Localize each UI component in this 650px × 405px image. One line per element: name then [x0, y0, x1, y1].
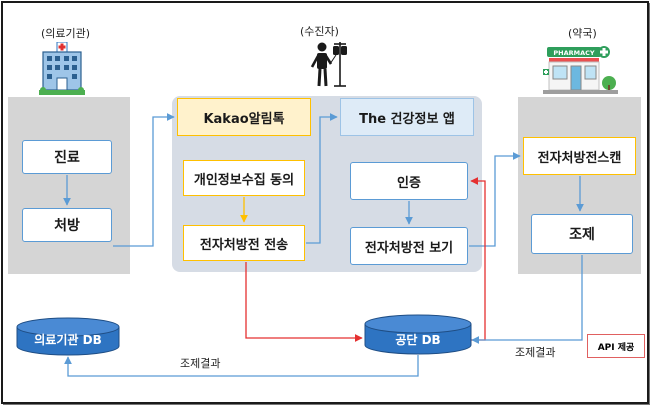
pharmacy-label: (약국) [568, 27, 597, 40]
hospital-db-label: 의료기관 DB [34, 332, 102, 347]
prescription-box: 처방 [22, 208, 112, 242]
pharmacy-sign-text: PHARMACY [553, 49, 595, 57]
flow-view-to-scan [469, 152, 521, 247]
flow-send-to-public-db [245, 262, 363, 342]
dispense-result-left-label: 조제결과 [180, 357, 221, 370]
api-provision-box: API 제공 [587, 334, 645, 358]
public-db-cylinder [364, 314, 472, 355]
kakao-alimtalk-box: Kakao알림톡 [177, 98, 311, 136]
flow-public-db-to-hospital-db [64, 355, 419, 377]
flow-dispense-to-public-db [471, 255, 583, 344]
consent-box: 개인정보수집 동의 [183, 160, 305, 196]
hospital-label: (의료기관) [41, 27, 91, 40]
dispense-result-right-label: 조제결과 [515, 346, 556, 359]
flow-prescription-to-kakao [113, 113, 175, 247]
flow-send-to-app [306, 113, 338, 244]
health-app-box: The 건강정보 앱 [340, 98, 474, 136]
view-prescription-box: 전자처방전 보기 [350, 227, 468, 265]
public-db-label: 공단 DB [395, 332, 441, 347]
patient-iv-icon [310, 42, 347, 87]
send-prescription-box: 전자처방전 전송 [183, 225, 305, 261]
hospital-db-cylinder [16, 317, 120, 356]
pharmacy-icon: PHARMACY [543, 46, 618, 94]
patient-label: (수진자) [300, 25, 339, 38]
flow-public-db-auth [462, 177, 486, 344]
hospital-icon [39, 42, 85, 95]
diagnosis-box: 진료 [22, 140, 112, 174]
hospital-panel [8, 97, 130, 274]
dispense-box: 조제 [531, 214, 633, 254]
scan-prescription-box: 전자처방전스캔 [523, 137, 636, 175]
